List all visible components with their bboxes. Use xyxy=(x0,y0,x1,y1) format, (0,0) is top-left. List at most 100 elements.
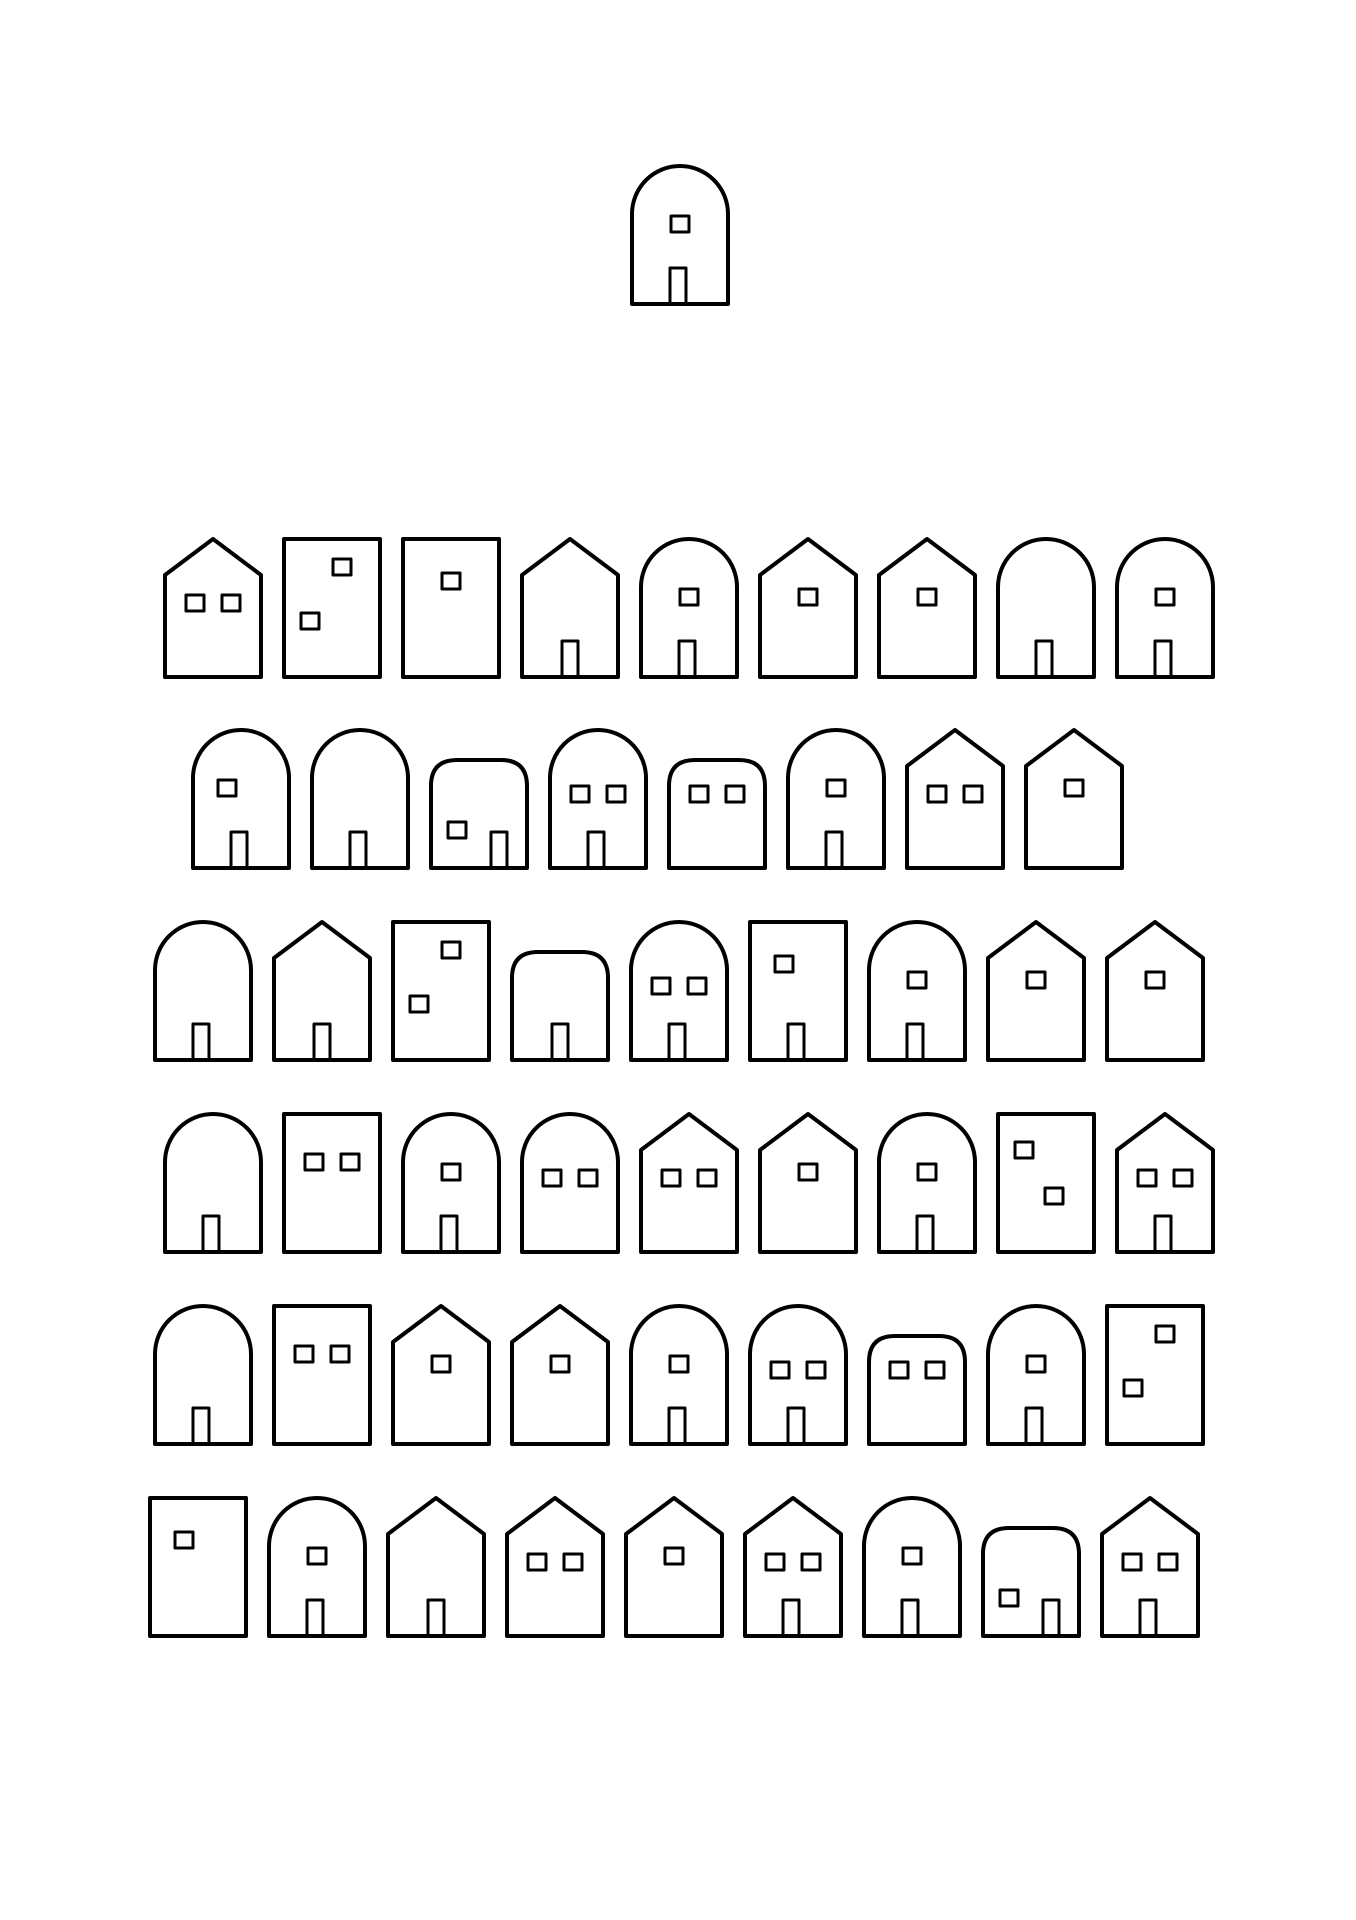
house-outline xyxy=(272,920,372,1062)
window-icon xyxy=(773,954,795,974)
house-outline xyxy=(401,537,501,679)
house-r4-c2 xyxy=(282,1112,382,1254)
house-r1-c4 xyxy=(520,537,620,679)
window-icon xyxy=(306,1546,328,1566)
house-r6-c6 xyxy=(743,1496,843,1638)
house-outline xyxy=(748,920,848,1062)
door-icon xyxy=(668,266,688,306)
house-outline xyxy=(748,1304,848,1446)
house-outline xyxy=(282,537,382,679)
door-icon xyxy=(586,830,606,870)
window-icon xyxy=(408,994,430,1014)
house-r5-c5 xyxy=(629,1304,729,1446)
house-outline xyxy=(153,1304,253,1446)
house-r6-c8 xyxy=(981,1526,1081,1638)
door-icon xyxy=(229,830,249,870)
window-icon xyxy=(331,557,353,577)
houses-layer xyxy=(148,164,1215,1638)
house-r4-c6 xyxy=(758,1112,858,1254)
window-icon xyxy=(1025,1354,1047,1374)
house-outline xyxy=(505,1496,605,1638)
house-r6-c1 xyxy=(148,1496,248,1638)
window-icon xyxy=(825,778,847,798)
house-outline xyxy=(272,1304,372,1446)
house-outline xyxy=(667,758,767,870)
house-r2-c3 xyxy=(429,758,529,870)
window-icon xyxy=(430,1354,452,1374)
house-outline xyxy=(520,537,620,679)
house-r5-c3 xyxy=(391,1304,491,1446)
door-icon xyxy=(786,1406,806,1446)
door-icon xyxy=(201,1214,221,1254)
house-r6-c9 xyxy=(1100,1496,1200,1638)
door-icon xyxy=(1041,1598,1061,1638)
door-icon xyxy=(1138,1598,1158,1638)
house-r2-c6 xyxy=(786,728,886,870)
house-outline xyxy=(429,758,529,870)
house-r5-c9 xyxy=(1105,1304,1205,1446)
window-icon xyxy=(220,593,242,613)
house-r2-c2 xyxy=(310,728,410,870)
house-outline xyxy=(996,537,1096,679)
house-r1-c7 xyxy=(877,537,977,679)
house-r2-c5 xyxy=(667,758,767,870)
window-icon xyxy=(906,970,928,990)
window-icon xyxy=(1013,1140,1035,1160)
house-outline xyxy=(877,537,977,679)
window-icon xyxy=(924,1360,946,1380)
house-outline xyxy=(163,537,263,679)
door-icon xyxy=(915,1214,935,1254)
house-r1-c3 xyxy=(401,537,501,679)
house-r6-c2 xyxy=(267,1496,367,1638)
house-r3-c5 xyxy=(629,920,729,1062)
house-outline xyxy=(758,537,858,679)
house-outline xyxy=(877,1112,977,1254)
window-icon xyxy=(216,778,238,798)
house-outline xyxy=(510,950,610,1062)
house-outline xyxy=(267,1496,367,1638)
window-icon xyxy=(669,214,691,234)
window-icon xyxy=(1063,778,1085,798)
house-r3-c9 xyxy=(1105,920,1205,1062)
window-icon xyxy=(805,1360,827,1380)
window-icon xyxy=(440,1162,462,1182)
lone-house xyxy=(630,164,730,306)
window-icon xyxy=(926,784,948,804)
house-outline xyxy=(148,1496,248,1638)
window-icon xyxy=(549,1354,571,1374)
window-icon xyxy=(1154,587,1176,607)
house-outline xyxy=(1115,1112,1215,1254)
house-outline xyxy=(1024,728,1124,870)
window-icon xyxy=(962,784,984,804)
window-icon xyxy=(541,1168,563,1188)
window-icon xyxy=(901,1546,923,1566)
door-icon xyxy=(305,1598,325,1638)
house-outline xyxy=(743,1496,843,1638)
house-outline xyxy=(905,728,1005,870)
window-icon xyxy=(303,1152,325,1172)
door-icon xyxy=(191,1406,211,1446)
window-icon xyxy=(688,784,710,804)
house-r4-c1 xyxy=(163,1112,263,1254)
door-icon xyxy=(191,1022,211,1062)
house-r3-c4 xyxy=(510,950,610,1062)
house-outline xyxy=(630,164,730,306)
house-outline xyxy=(1115,537,1215,679)
house-r4-c3 xyxy=(401,1112,501,1254)
window-icon xyxy=(998,1588,1020,1608)
house-r6-c4 xyxy=(505,1496,605,1638)
window-icon xyxy=(1121,1552,1143,1572)
house-outline xyxy=(862,1496,962,1638)
house-r5-c8 xyxy=(986,1304,1086,1446)
window-icon xyxy=(797,1162,819,1182)
house-r2-c1 xyxy=(191,728,291,870)
house-r3-c1 xyxy=(153,920,253,1062)
door-icon xyxy=(786,1022,806,1062)
house-outline xyxy=(996,1112,1096,1254)
window-icon xyxy=(668,1354,690,1374)
house-outline xyxy=(639,1112,739,1254)
house-outline xyxy=(391,920,491,1062)
window-icon xyxy=(1043,1186,1065,1206)
window-icon xyxy=(764,1552,786,1572)
